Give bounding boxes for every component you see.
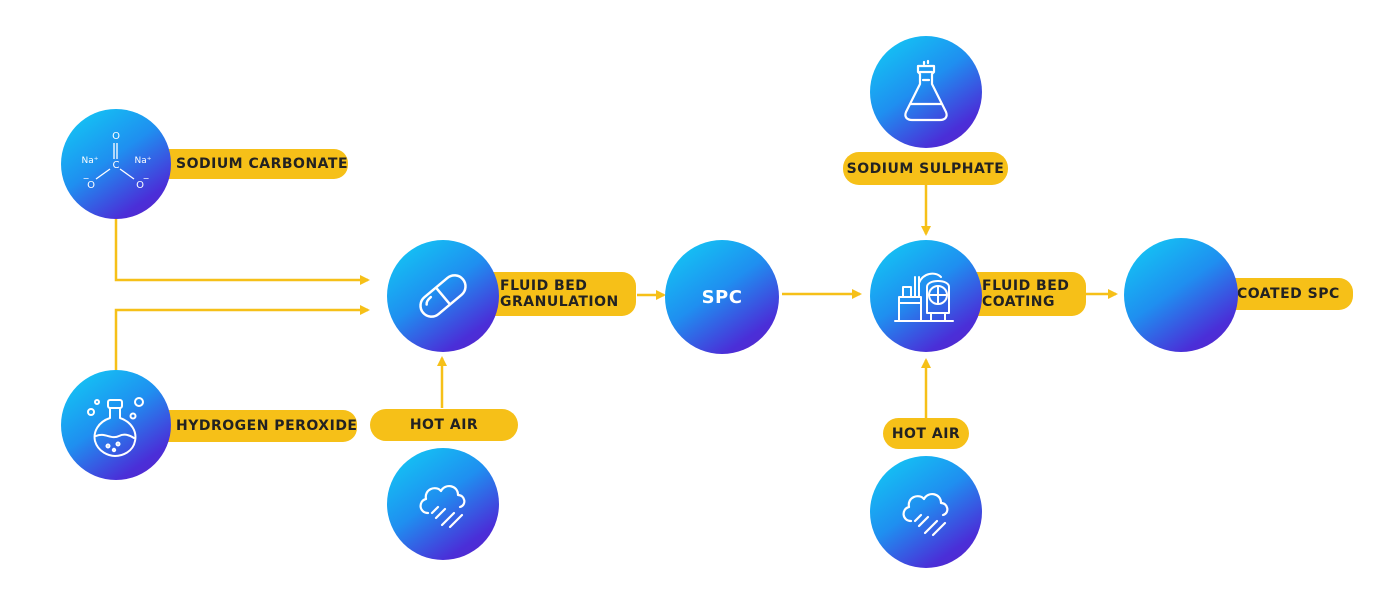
fluid-bed-coating-node xyxy=(870,240,982,352)
sodium-left: Na⁺ xyxy=(82,156,99,166)
granulation-label-line1: FLUID BED xyxy=(500,278,588,294)
steam-cloud-icon xyxy=(419,485,466,529)
carbon-atom: C xyxy=(113,160,120,171)
sodium-right: Na⁺ xyxy=(135,156,152,166)
fluid-bed-granulation-node xyxy=(387,240,499,352)
steam-cloud-icon xyxy=(902,493,949,537)
granulation-label-line2: GRANULATION xyxy=(500,294,619,310)
oxygen-left: O xyxy=(87,180,95,191)
hot-air-node-1 xyxy=(387,448,499,560)
spc-label: SPC xyxy=(701,286,743,308)
fluid-bed-coating-label: FLUID BED COATING xyxy=(970,272,1086,316)
hydrogen-peroxide-node xyxy=(61,370,171,480)
coated-spc-label: COATED SPC xyxy=(1225,278,1353,310)
charge-left: − xyxy=(83,174,90,183)
hydrogen-peroxide-label: HYDROGEN PEROXIDE xyxy=(164,410,357,442)
arrow-carbonate-to-granulation xyxy=(114,218,370,285)
oxygen-right: O xyxy=(136,180,144,191)
capsule-icon xyxy=(419,274,467,318)
coating-label-line2: COATING xyxy=(982,294,1056,310)
arrow-peroxide-to-granulation xyxy=(114,305,370,372)
coated-spc-node xyxy=(1124,238,1238,352)
flask-bubbles-icon xyxy=(87,397,144,457)
oxygen-top: O xyxy=(112,131,120,142)
spc-node: SPC xyxy=(665,240,779,354)
hot-air-label-2: HOT AIR xyxy=(883,418,969,449)
charge-right: − xyxy=(143,174,150,183)
hot-air-node-2 xyxy=(870,456,982,568)
sodium-carbonate-node: O C O O − − Na⁺ Na⁺ xyxy=(61,109,171,219)
sodium-sulphate-node xyxy=(870,36,982,148)
sodium-carbonate-label: SODIUM CARBONATE xyxy=(164,149,348,179)
erlenmeyer-flask-icon xyxy=(904,59,948,122)
fluid-bed-granulation-label: FLUID BED GRANULATION xyxy=(488,272,636,316)
coating-label-line1: FLUID BED xyxy=(982,278,1070,294)
hot-air-label-1: HOT AIR xyxy=(370,409,518,441)
sodium-sulphate-label: SODIUM SULPHATE xyxy=(843,152,1008,185)
industrial-plant-icon xyxy=(894,272,954,322)
chemical-structure-icon: O C O O − − Na⁺ Na⁺ xyxy=(82,131,152,191)
